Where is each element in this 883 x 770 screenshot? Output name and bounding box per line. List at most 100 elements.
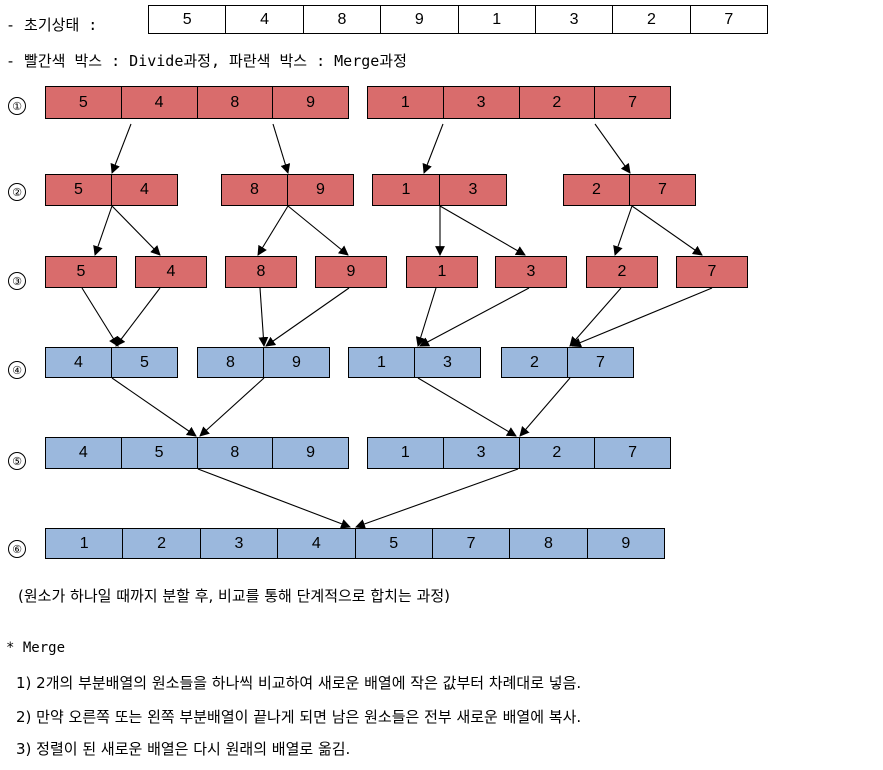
step-marker-5: ⑤: [8, 452, 26, 470]
array-cell: 3: [199, 528, 279, 559]
note-item-3: 3) 정렬이 된 새로운 배열은 다시 원래의 배열로 옮김.: [16, 740, 351, 758]
array-cell: 5: [148, 5, 227, 34]
array-cell: 5: [354, 528, 433, 559]
arrow-3-4-e: [415, 287, 437, 347]
arrow-2-3-h: [631, 205, 703, 256]
arrow-4-5-c: [417, 377, 517, 437]
arrow-3-4-g: [569, 287, 622, 347]
arrow-5-6-a: [197, 468, 351, 529]
arrow-3-4-a: [81, 287, 119, 347]
array-cell: 4: [45, 437, 122, 469]
array-cell: 8: [196, 437, 274, 469]
step-marker-3: ③: [8, 272, 26, 290]
array-cell: 1: [45, 528, 124, 559]
arrow-2-3-f: [439, 205, 526, 256]
array-cell: 7: [594, 86, 671, 119]
array-cell: 5: [120, 437, 198, 469]
arrow-4-5-d: [519, 377, 571, 437]
step3-array-6: 3: [495, 256, 567, 288]
arrow-4-5-a: [111, 377, 197, 437]
array-cell: 2: [122, 528, 201, 559]
array-cell: 7: [676, 256, 748, 288]
arrow-5-6-b: [355, 468, 519, 529]
array-cell: 8: [197, 347, 264, 378]
array-cell: 9: [287, 174, 354, 206]
array-cell: 7: [689, 5, 768, 34]
array-cell: 8: [225, 256, 297, 288]
array-cell: 3: [442, 437, 520, 469]
step3-array-4: 9: [315, 256, 387, 288]
array-cell: 7: [629, 174, 696, 206]
step3-array-5: 1: [406, 256, 478, 288]
array-cell: 7: [567, 347, 634, 378]
step3-array-1: 5: [45, 256, 117, 288]
array-cell: 2: [586, 256, 658, 288]
array-cell: 9: [586, 528, 665, 559]
step3-array-2: 4: [135, 256, 207, 288]
array-cell: 3: [495, 256, 567, 288]
array-cell: 4: [135, 256, 207, 288]
step-marker-2: ②: [8, 183, 26, 201]
array-cell: 2: [518, 86, 596, 119]
arrow-2-3-c: [257, 205, 289, 256]
initial-state-label: - 초기상태 :: [6, 16, 98, 34]
array-cell: 9: [263, 347, 330, 378]
array-cell: 1: [372, 174, 440, 206]
step-marker-6: ⑥: [8, 540, 26, 558]
step3-array-7: 2: [586, 256, 658, 288]
arrow-1-2-b: [272, 123, 291, 174]
array-cell: 5: [45, 256, 117, 288]
arrow-3-4-h: [571, 287, 713, 348]
step-marker-4: ④: [8, 361, 26, 379]
array-cell: 2: [518, 437, 596, 469]
array-cell: 3: [439, 174, 507, 206]
array-cell: 8: [221, 174, 288, 206]
arrow-2-3-b: [111, 205, 161, 256]
arrow-1-2-d: [594, 123, 631, 174]
array-cell: 4: [277, 528, 356, 559]
notes-title: * Merge: [6, 640, 66, 656]
array-cell: 4: [45, 347, 112, 378]
array-cell: 9: [315, 256, 387, 288]
array-cell: 9: [272, 86, 349, 119]
step3-array-8: 7: [676, 256, 748, 288]
array-cell: 8: [302, 5, 382, 34]
array-cell: 1: [406, 256, 478, 288]
arrow-2-3-a: [93, 205, 113, 256]
array-cell: 2: [501, 347, 568, 378]
arrow-3-4-b: [115, 287, 161, 347]
arrow-4-5-b: [199, 377, 265, 437]
arrow-3-4-c: [258, 287, 269, 347]
arrow-3-4-d: [265, 287, 350, 347]
array-cell: 4: [111, 174, 178, 206]
array-cell: 9: [272, 437, 349, 469]
array-cell: 2: [612, 5, 691, 34]
array-cell: 5: [45, 86, 122, 119]
step3-array-3: 8: [225, 256, 297, 288]
legend-text: - 빨간색 박스 : Divide과정, 파란색 박스 : Merge과정: [6, 52, 407, 70]
arrow-2-3-g: [613, 205, 633, 256]
array-cell: 7: [431, 528, 511, 559]
note-item-1: 1) 2개의 부분배열의 원소들을 하나씩 비교하여 새로운 배열에 작은 값부…: [16, 674, 582, 692]
note-item-2: 2) 만약 오른쪽 또는 왼쪽 부분배열이 끝나게 되면 남은 원소들은 전부 …: [16, 708, 582, 726]
arrow-3-4-f: [419, 287, 530, 347]
array-cell: 7: [594, 437, 671, 469]
array-cell: 3: [534, 5, 614, 34]
array-cell: 5: [111, 347, 178, 378]
array-cell: 2: [563, 174, 630, 206]
step-marker-1: ①: [8, 97, 26, 115]
array-cell: 8: [509, 528, 588, 559]
